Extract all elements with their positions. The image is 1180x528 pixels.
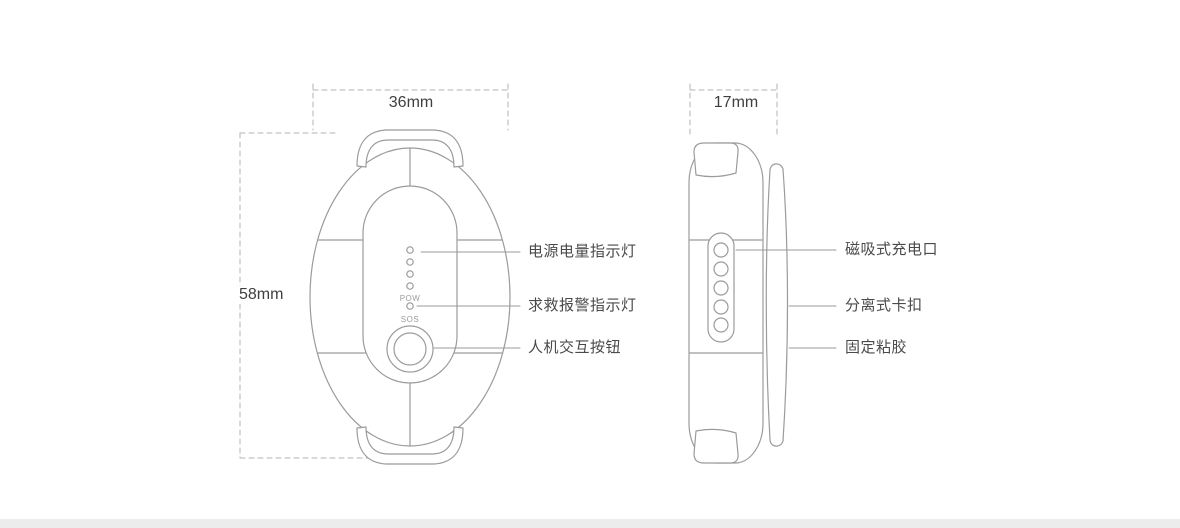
front-height-dimension: 58mm bbox=[236, 286, 287, 304]
front-bottom-clip bbox=[356, 426, 464, 465]
side-view-drawing bbox=[688, 142, 789, 464]
page-section-divider bbox=[0, 519, 1180, 528]
sos-led-indicator bbox=[406, 302, 414, 310]
side-top-clip bbox=[693, 142, 739, 178]
front-top-clip bbox=[356, 129, 464, 168]
callout-interaction-button-label: 人机交互按钮 bbox=[528, 339, 622, 356]
callout-leader-lines bbox=[416, 249, 837, 349]
callout-detachable-clip-label: 分离式卡扣 bbox=[845, 297, 923, 314]
callout-adhesive-label: 固定粘胶 bbox=[845, 339, 908, 356]
charging-contact-pins bbox=[713, 242, 729, 333]
front-width-dimension: 36mm bbox=[378, 94, 444, 112]
callout-sos-led-label: 求救报警指示灯 bbox=[528, 297, 637, 314]
interaction-button-inner bbox=[393, 332, 427, 366]
side-width-dimension: 17mm bbox=[703, 94, 769, 112]
callout-power-led-label: 电源电量指示灯 bbox=[528, 243, 637, 260]
callout-charging-port-label: 磁吸式充电口 bbox=[845, 241, 939, 258]
pow-marking: POW bbox=[400, 294, 421, 303]
power-led-indicators bbox=[406, 246, 414, 290]
detachable-clip-band bbox=[765, 163, 789, 447]
sos-marking: SOS bbox=[401, 315, 419, 324]
front-view-drawing: POW SOS bbox=[309, 129, 511, 465]
side-bottom-clip bbox=[693, 428, 739, 464]
